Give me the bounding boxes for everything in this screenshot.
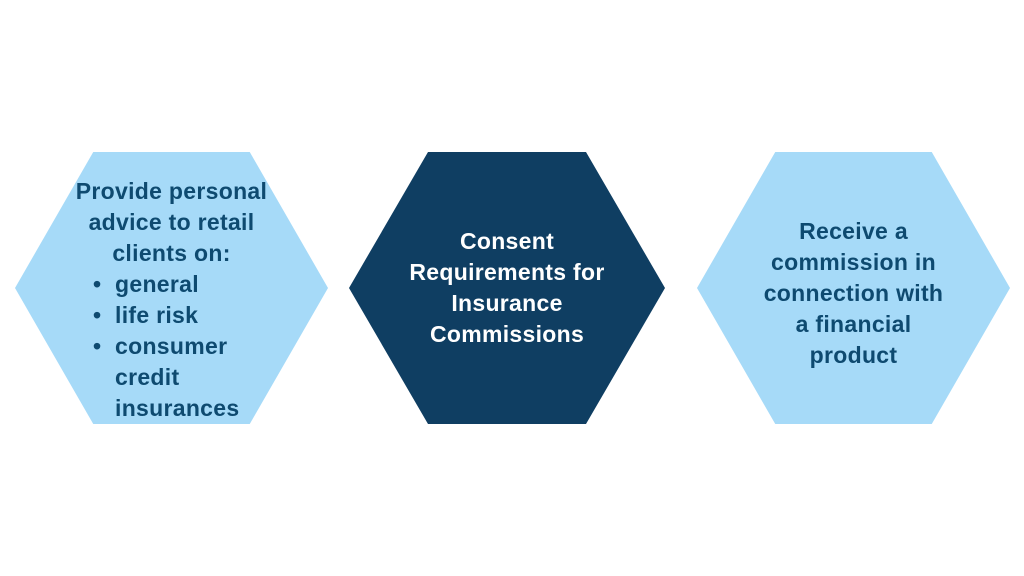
list-item: • consumer credit insurances xyxy=(93,331,239,424)
hexagon-consent-requirements: Consent Requirements for Insurance Commi… xyxy=(349,152,665,424)
list-item-label: life risk xyxy=(115,302,199,328)
list-item: • life risk xyxy=(93,300,239,331)
hexagon-consent-requirements-heading: Consent Requirements for Insurance Commi… xyxy=(409,228,605,347)
list-item: • general xyxy=(93,269,239,300)
hexagon-provide-advice-heading: Provide personal advice to retail client… xyxy=(75,178,268,266)
list-item-label: consumer credit insurances xyxy=(115,333,240,421)
list-item-label: general xyxy=(115,271,199,297)
bullet-icon: • xyxy=(93,333,102,359)
hexagon-receive-commission-heading: Receive a commission in connection with … xyxy=(763,217,944,368)
bullet-icon: • xyxy=(93,302,102,328)
insurance-types-list: • general • life risk • consumer credit … xyxy=(93,269,239,424)
hexagon-provide-advice: Provide personal advice to retail client… xyxy=(15,152,328,424)
hexagon-receive-commission: Receive a commission in connection with … xyxy=(697,152,1010,424)
bullet-icon: • xyxy=(93,271,102,297)
